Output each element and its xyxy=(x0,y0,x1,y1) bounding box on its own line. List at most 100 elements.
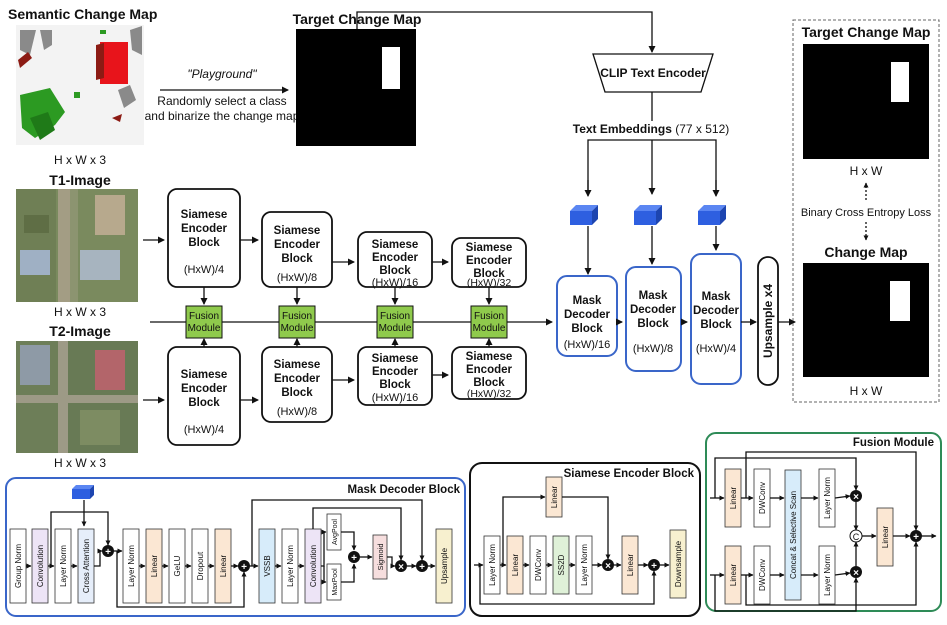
svg-text:Convolution: Convolution xyxy=(309,545,318,587)
change-map-title: Change Map xyxy=(824,244,907,260)
svg-text:Linear: Linear xyxy=(881,526,890,549)
svg-text:Linear: Linear xyxy=(729,487,738,510)
siamese-encoder-detail: Siamese Encoder Block Layer Norm Linear … xyxy=(469,462,701,617)
svg-text:+: + xyxy=(351,553,357,564)
t2-title: T2-Image xyxy=(49,323,111,339)
upsample-x4-block: Upsample x4 xyxy=(757,256,779,386)
svg-text:Layer Norm: Layer Norm xyxy=(286,545,295,587)
text-embeddings-dims: (77 x 512) xyxy=(672,122,729,136)
svg-text:Linear: Linear xyxy=(219,555,228,578)
svg-text:Upsample: Upsample xyxy=(440,547,449,584)
layer-box: Convolution xyxy=(304,528,322,604)
svg-text:Linear: Linear xyxy=(150,555,159,578)
svg-text:+: + xyxy=(241,562,247,573)
siamese-encoder-block-3-top: Siamese Encoder Block (HxW)/16 xyxy=(357,231,433,289)
playground-desc-1: Randomly select a class xyxy=(157,94,286,108)
svg-text:(HxW)/4: (HxW)/4 xyxy=(184,264,224,276)
svg-text:MaxPool: MaxPool xyxy=(332,568,339,596)
svg-text:Decoder: Decoder xyxy=(630,304,677,316)
layer-box: DWConv xyxy=(753,468,771,528)
svg-text:Downsample: Downsample xyxy=(674,540,683,587)
svg-text:Linear: Linear xyxy=(511,554,520,577)
layer-box: Linear xyxy=(724,545,742,605)
svg-text:AvgPool: AvgPool xyxy=(332,519,339,545)
svg-text:Layer Norm: Layer Norm xyxy=(127,545,136,587)
layer-box: Linear xyxy=(724,468,742,528)
svg-text:Linear: Linear xyxy=(729,564,738,587)
svg-text:(HxW)/32: (HxW)/32 xyxy=(467,277,511,289)
embedding-cube xyxy=(698,205,726,225)
svg-text:VSSB: VSSB xyxy=(263,555,272,576)
mask-decoder-block-1: Mask Decoder Block (HxW)/16 xyxy=(556,275,618,357)
siamese-encoder-block-2-top: Siamese Encoder Block (HxW)/8 xyxy=(261,211,333,288)
siamese-detail-title: Siamese Encoder Block xyxy=(564,468,695,480)
svg-text:(HxW)/8: (HxW)/8 xyxy=(633,343,673,355)
multiply-icon xyxy=(602,559,614,571)
svg-text:Module: Module xyxy=(379,323,412,334)
layer-box: Dropout xyxy=(191,528,209,604)
svg-text:+: + xyxy=(913,532,919,543)
svg-text:Module: Module xyxy=(473,323,506,334)
clip-text-encoder xyxy=(592,53,714,93)
layer-box: Convolution xyxy=(31,528,49,604)
mask-decoder-block-3: Mask Decoder Block (HxW)/4 xyxy=(690,253,742,385)
svg-text:Module: Module xyxy=(188,323,221,334)
svg-text:Siamese: Siamese xyxy=(181,209,228,221)
svg-text:+: + xyxy=(419,562,425,573)
svg-text:Block: Block xyxy=(281,253,313,265)
svg-text:Encoder: Encoder xyxy=(372,252,419,264)
text-embeddings-label: Text Embeddings (77 x 512) xyxy=(573,122,730,136)
t1-dims: H x W x 3 xyxy=(54,305,106,319)
playground-label: "Playground" xyxy=(187,67,257,81)
svg-text:(HxW)/16: (HxW)/16 xyxy=(372,277,418,289)
svg-text:Decoder: Decoder xyxy=(693,305,740,317)
svg-text:Encoder: Encoder xyxy=(466,255,513,267)
fusion-module-2: Fusion Module xyxy=(278,305,316,339)
svg-text:DWConv: DWConv xyxy=(758,559,767,591)
svg-text:Encoder: Encoder xyxy=(181,223,228,235)
semantic-change-map-title: Semantic Change Map xyxy=(8,6,157,22)
cross-attention-cube xyxy=(72,485,94,499)
svg-text:Siamese: Siamese xyxy=(274,359,321,371)
svg-text:Block: Block xyxy=(379,379,411,391)
svg-text:(HxW)/8: (HxW)/8 xyxy=(277,406,317,418)
svg-text:Encoder: Encoder xyxy=(372,366,419,378)
siamese-encoder-block-1-bottom: Siamese Encoder Block (HxW)/4 xyxy=(167,346,241,446)
svg-text:Block: Block xyxy=(700,319,732,331)
svg-text:Fusion: Fusion xyxy=(380,311,410,322)
svg-text:Group Norm: Group Norm xyxy=(14,544,23,588)
semantic-dims: H x W x 3 xyxy=(54,153,106,167)
svg-text:Linear: Linear xyxy=(626,554,635,577)
svg-text:Siamese: Siamese xyxy=(274,225,321,237)
layer-box: Layer Norm xyxy=(281,528,299,604)
embedding-cube xyxy=(634,205,662,225)
layer-box: SS2D xyxy=(552,535,570,595)
change-map-image xyxy=(803,263,929,377)
layer-box: Layer Norm xyxy=(818,468,836,528)
siamese-encoder-block-4-top: Siamese Encoder Block (HxW)/32 xyxy=(451,237,527,289)
svg-text:Convolution: Convolution xyxy=(36,545,45,587)
svg-text:Mask: Mask xyxy=(573,295,602,307)
svg-text:Block: Block xyxy=(473,377,505,389)
layer-box: DWConv xyxy=(529,535,547,595)
svg-text:Mask: Mask xyxy=(639,290,668,302)
svg-text:Siamese: Siamese xyxy=(372,239,419,251)
svg-text:(HxW)/4: (HxW)/4 xyxy=(184,424,224,436)
svg-text:Block: Block xyxy=(473,268,505,280)
svg-text:Decoder: Decoder xyxy=(564,309,611,321)
layer-box: AvgPool xyxy=(326,513,342,551)
playground-desc-2: and binarize the change map xyxy=(145,109,300,123)
layer-box: Sigmoid xyxy=(372,534,388,580)
svg-text:Block: Block xyxy=(379,265,411,277)
layer-box: GeLU xyxy=(168,528,186,604)
t1-image xyxy=(16,189,138,302)
add-icon xyxy=(416,560,428,572)
svg-text:+: + xyxy=(651,561,657,572)
layer-box: Linear xyxy=(506,535,524,595)
layer-box: Downsample xyxy=(669,529,687,599)
right-target-map-image xyxy=(803,44,929,159)
t2-image xyxy=(16,341,138,453)
layer-box: Linear xyxy=(876,507,894,567)
fusion-module-1: Fusion Module xyxy=(185,305,223,339)
svg-text:(HxW)/4: (HxW)/4 xyxy=(696,343,736,355)
